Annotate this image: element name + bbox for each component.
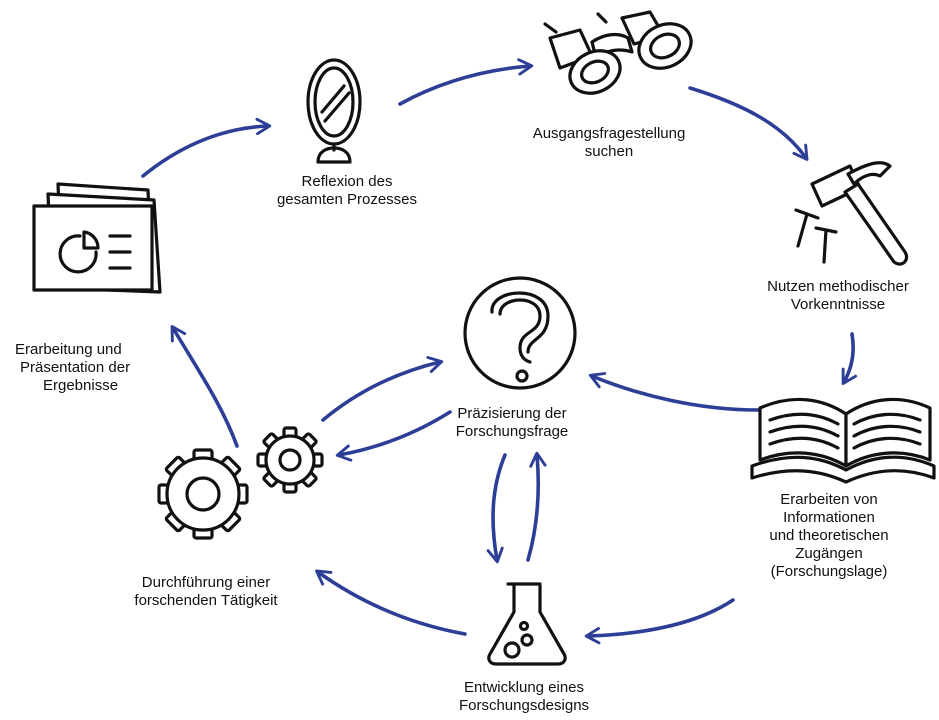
arrow-design-to-durchfuehrung [315,569,467,636]
label-line: Nutzen methodischer [767,278,909,295]
cycle-arrows [141,58,858,645]
arrow-methodisch-to-informationen [841,332,858,386]
question-mark-icon [463,276,577,390]
binoculars-icon [543,10,693,95]
arrow-ausgangsfrage-to-methodisch [688,86,809,161]
label-line: Forschungsfrage [455,423,569,440]
label-line: Präzisierung der [457,405,567,422]
label-line: suchen [584,143,634,160]
label-line: (Forschungslage) [770,563,888,580]
presentation-slides-icon [32,182,162,294]
label-line: Präsentation der [20,359,131,376]
label-line: Forschungsdesigns [458,697,590,714]
label-design: Entwicklung eines Forschungsdesigns [459,679,589,715]
arrow-informationen-to-praezisierung [588,372,760,412]
label-praezisierung: Präzisierung der Forschungsfrage [456,405,569,441]
label-reflexion: Reflexion des gesamten Prozesses [277,173,417,209]
label-line: Erarbeiten von [780,491,878,508]
label-line: Informationen [783,509,875,526]
arrow-praezisierung-to-durchfuehrung [335,410,452,462]
gears-icon [157,426,324,540]
label-durchfuehrung: Durchführung einer forschenden Tätigkeit [134,574,277,610]
label-line: Erarbeitung und [15,341,122,358]
hammer-nails-icon [794,161,909,266]
arrow-praesentation-to-reflexion [141,117,272,178]
label-line: Durchführung einer [141,574,271,591]
arrow-praezisierung-to-design [486,453,507,564]
flask-icon [487,582,567,666]
label-line: forschenden Tätigkeit [134,592,278,609]
label-line: Reflexion des [301,173,393,190]
label-praesentation: Erarbeitung und Präsentation der Ergebni… [15,341,130,395]
label-line: Ausgangsfragestellung [532,125,686,142]
label-line: Vorkenntnisse [790,296,886,313]
label-line: Entwicklung eines [463,679,585,696]
arrow-durchfuehrung-to-praezisierung [321,356,444,422]
label-informationen: Erarbeiten von Informationen und theoret… [769,491,888,581]
open-book-icon [750,397,936,484]
arrow-durchfuehrung-to-praesentation [170,325,239,448]
label-line: Ergebnisse [43,377,119,394]
mirror-icon [306,58,362,164]
label-methodisch: Nutzen methodischer Vorkenntnisse [767,278,909,314]
label-line: gesamten Prozesses [276,191,418,208]
arrow-design-to-praezisierung [526,451,547,562]
arrow-reflexion-to-ausgangsfrage [398,58,534,106]
arrow-informationen-to-design [584,598,735,645]
label-line: und theoretischen [769,527,889,544]
label-ausgangsfrage: Ausgangsfragestellung suchen [533,125,686,161]
label-line: Zugängen [795,545,863,562]
